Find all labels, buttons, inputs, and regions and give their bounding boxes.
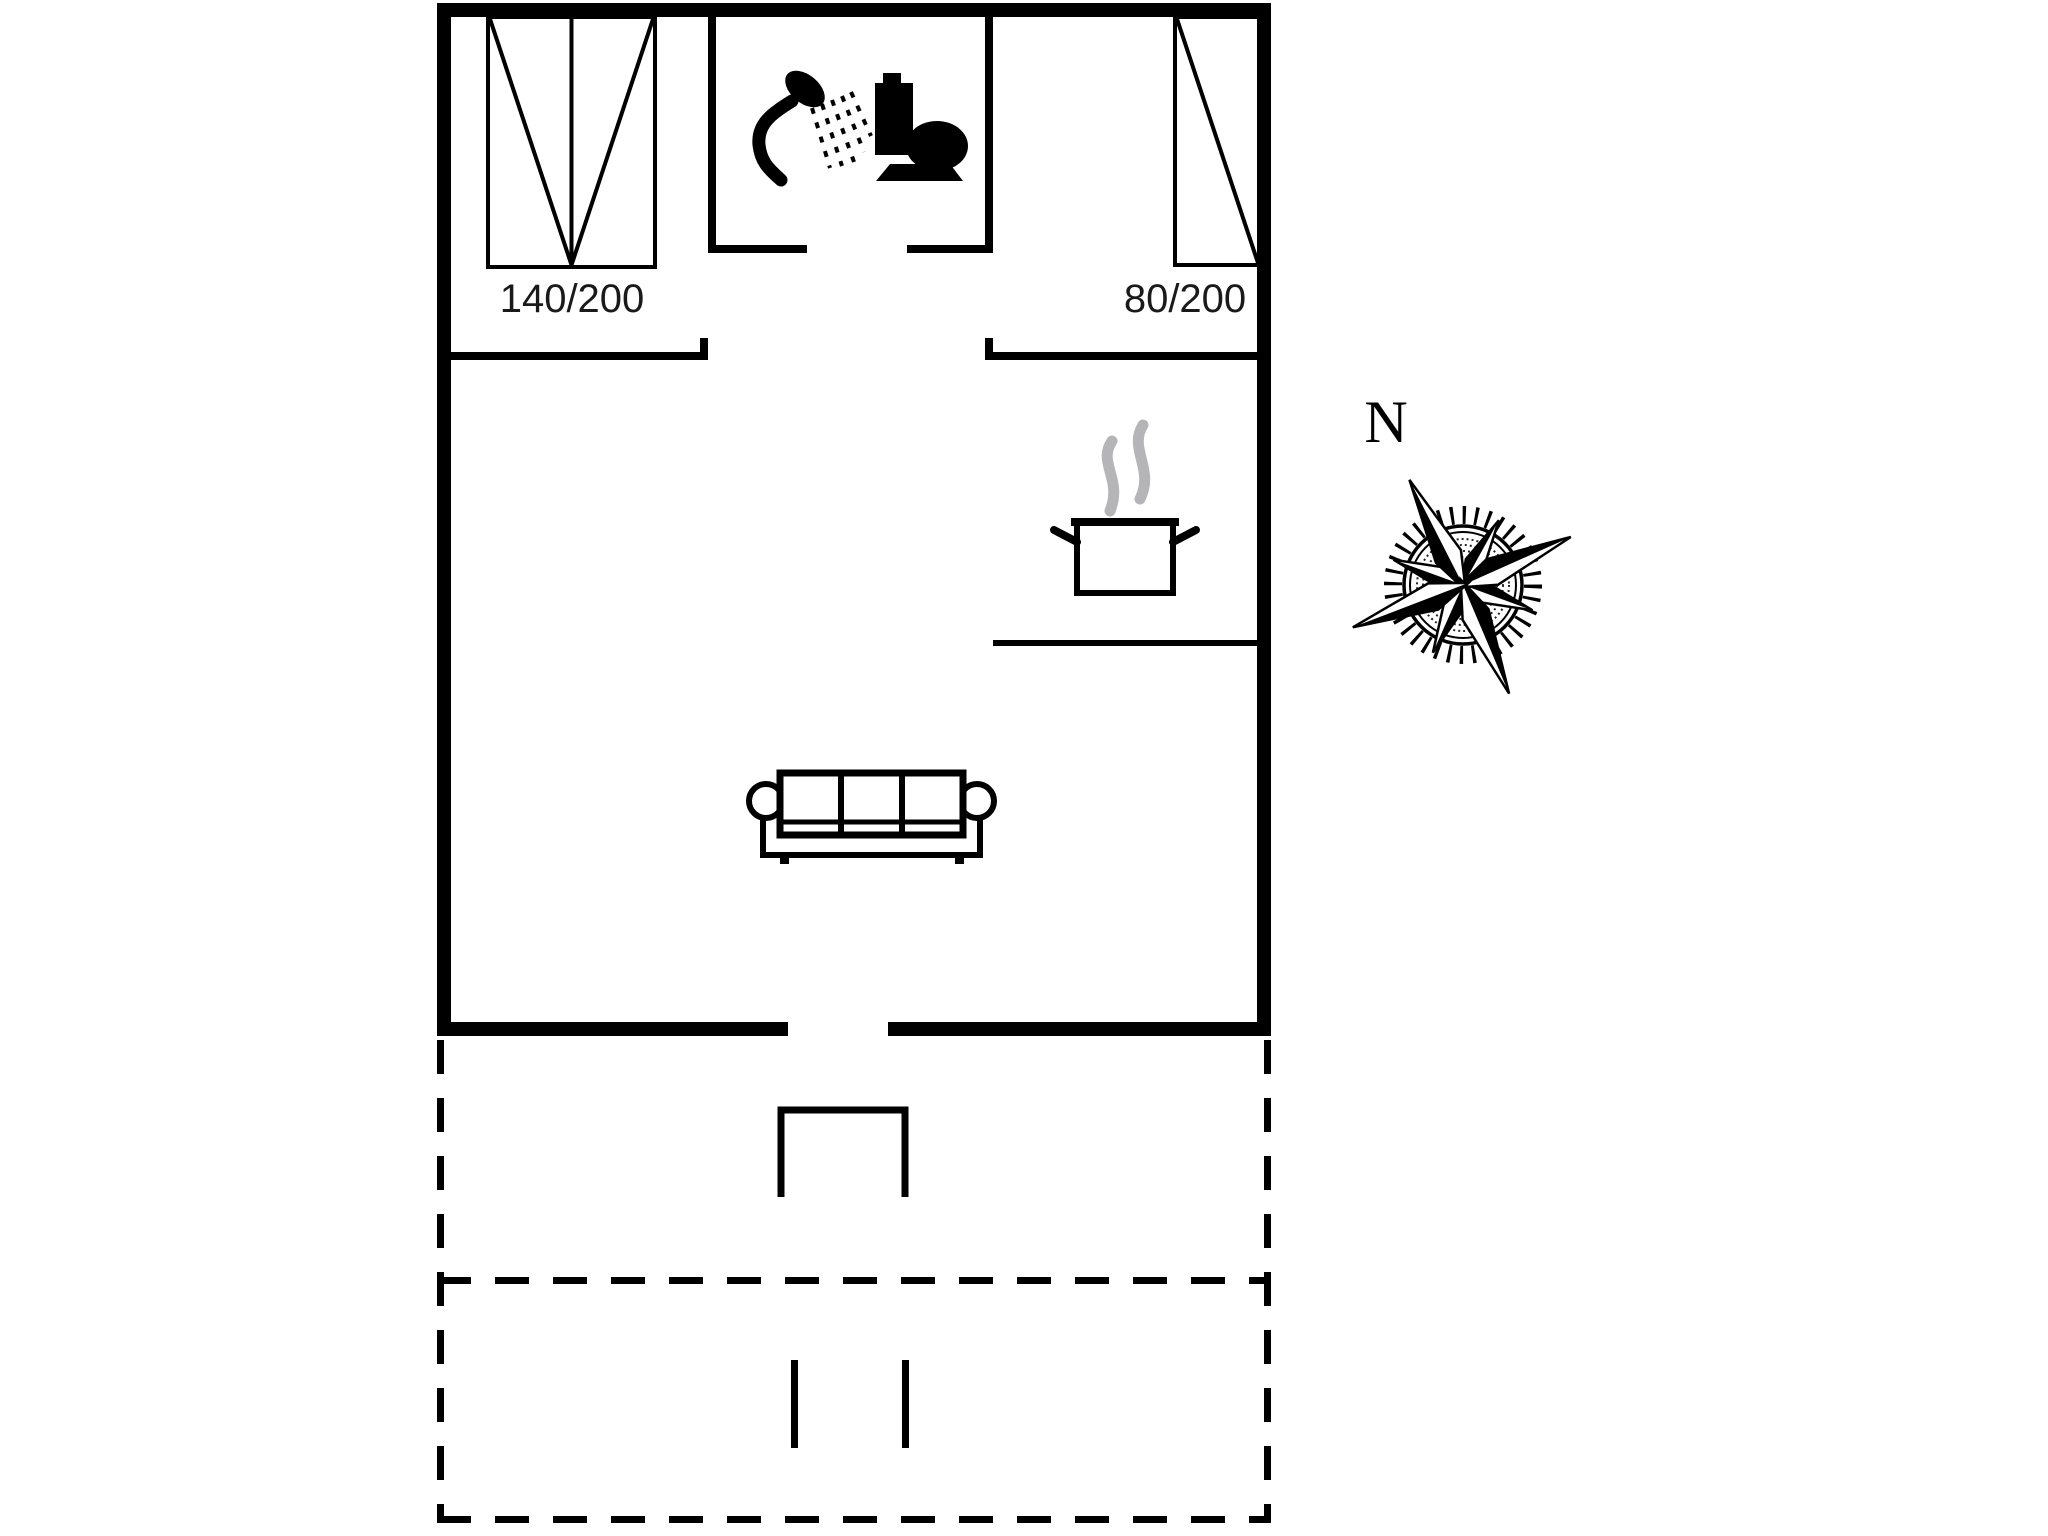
wall-top	[437, 3, 1271, 17]
toilet-base	[876, 164, 963, 181]
hall-wall-right-return	[985, 338, 993, 360]
pot-handle-left	[1050, 526, 1081, 546]
kitchen-wall	[993, 640, 1257, 646]
bathroom-wall-left	[708, 17, 716, 253]
double-bed-duvet-right	[569, 18, 655, 266]
bathroom-wall-right	[985, 17, 993, 253]
single-bed-duvet	[1175, 18, 1260, 264]
terrace-outline	[437, 1040, 1271, 1523]
sofa-foot-left	[780, 855, 789, 864]
single-bed-icon	[1173, 15, 1262, 267]
bathroom-wall-bottom-left	[708, 245, 807, 253]
compass-inner-circle	[1409, 531, 1517, 639]
compass-short-arms	[1392, 519, 1534, 654]
wall-left	[437, 3, 451, 1036]
compass-long-arms	[1352, 479, 1572, 695]
double-bed-icon	[486, 15, 657, 269]
hall-wall-left	[451, 352, 708, 360]
hall-wall-left-return	[700, 338, 708, 360]
interior-walls	[451, 17, 1257, 646]
outer-walls	[437, 3, 1271, 1036]
steam-wisps	[1101, 419, 1151, 517]
compass-tick-ring	[1384, 506, 1542, 664]
shower-hose	[752, 94, 799, 187]
compass-north-label: N	[1364, 389, 1407, 455]
bed-size-label-double: 140/200	[500, 277, 645, 321]
sofa-back	[776, 769, 967, 839]
hall-wall-right	[985, 352, 1257, 360]
compass-rose-icon	[1352, 479, 1572, 695]
bathroom-wall-bottom-right	[907, 245, 993, 253]
pot-body	[1074, 519, 1176, 596]
terrace-entry-step	[777, 1106, 909, 1197]
cooking-pot-icon	[1050, 419, 1200, 596]
wall-bottom-right-of-door	[888, 1022, 1271, 1036]
pot-handle-right	[1169, 526, 1200, 546]
bed-size-label-single: 80/200	[1124, 277, 1246, 321]
shower-icon	[752, 70, 873, 187]
double-bed-duvet-left	[488, 18, 574, 266]
sofa-icon	[746, 769, 997, 864]
wall-bottom-left-of-door	[437, 1022, 788, 1036]
toilet-icon	[875, 73, 968, 181]
single-bed-outline	[1173, 15, 1262, 267]
toilet-bowl	[906, 121, 968, 171]
toilet-button	[883, 73, 901, 85]
sofa-foot-right	[955, 855, 964, 864]
shower-spray	[810, 91, 873, 169]
